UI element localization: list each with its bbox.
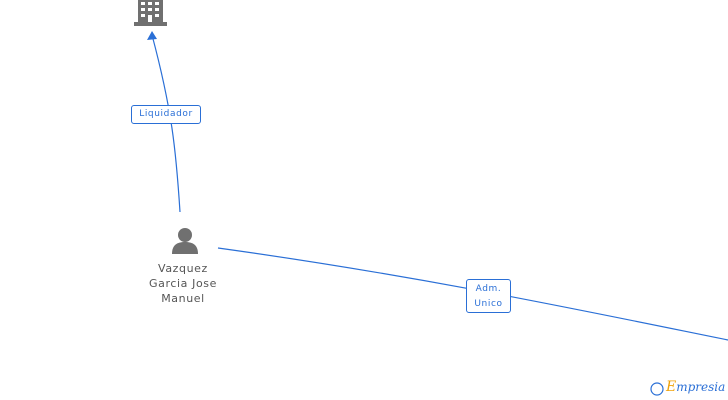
edge-label-adm-line-2: Unico xyxy=(474,299,503,309)
brand-initial: E xyxy=(666,379,677,395)
footer-brand: Empresia xyxy=(650,379,725,395)
edge-label-adm-unico[interactable]: Adm. Unico xyxy=(466,279,511,313)
edge-label-liquidador[interactable]: Liquidador xyxy=(131,105,201,124)
edge-label-adm-line-1: Adm. xyxy=(475,284,502,294)
building-icon[interactable] xyxy=(134,0,167,26)
person-name-line-2: Garcia Jose xyxy=(149,277,217,290)
arrowhead-liquidador xyxy=(147,31,157,40)
person-name-line-3: Manuel xyxy=(161,292,205,305)
person-name-line-1: Vazquez xyxy=(158,262,208,275)
edge-liquidador xyxy=(151,34,181,213)
person-icon[interactable] xyxy=(172,228,198,254)
person-name[interactable]: Vazquez Garcia Jose Manuel xyxy=(128,261,238,306)
copyright-circle xyxy=(650,382,664,396)
brand-name: mpresia xyxy=(676,380,726,394)
